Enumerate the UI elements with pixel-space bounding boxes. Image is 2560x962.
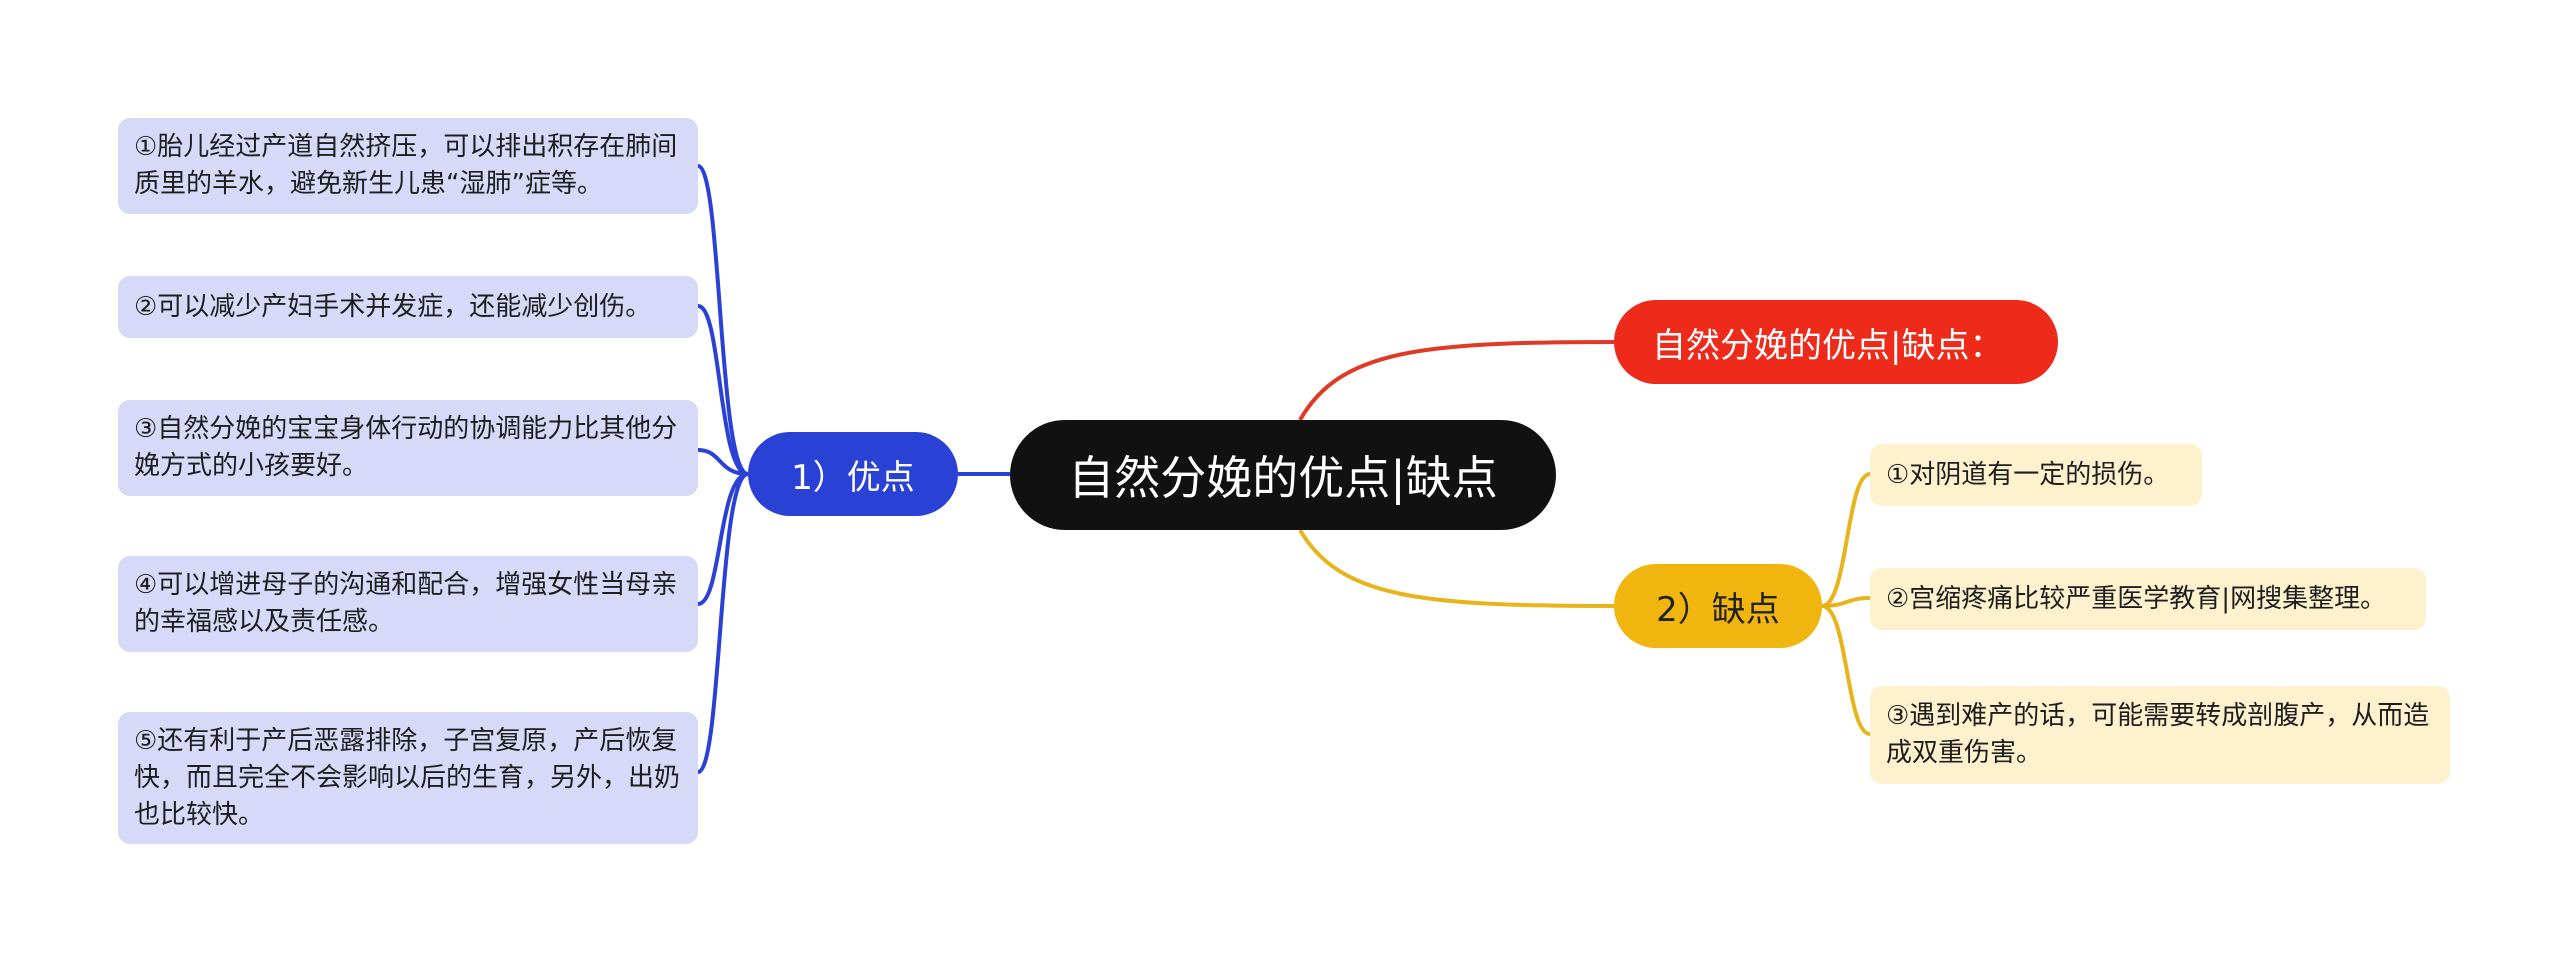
link-dis-3	[1821, 604, 1871, 736]
link-adv-4	[697, 472, 749, 606]
title-node[interactable]: 自然分娩的优点|缺点：	[1614, 300, 2058, 384]
advantage-item-1[interactable]: ①胎儿经过产道自然挤压，可以排出积存在肺间质里的羊水，避免新生儿患“湿肺”症等。	[118, 118, 698, 214]
root-label: 自然分娩的优点|缺点	[1068, 451, 1498, 505]
advantage-item-4[interactable]: ④可以增进母子的沟通和配合，增强女性当母亲的幸福感以及责任感。	[118, 556, 698, 652]
disadvantage-item-3-text: ③遇到难产的话，可能需要转成剖腹产，从而造成双重伤害。	[1886, 701, 2430, 768]
advantages-label: 1）优点	[791, 457, 915, 498]
disadvantage-item-1-text: ①对阴道有一定的损伤。	[1886, 459, 2170, 490]
link-root-title	[1298, 340, 1615, 421]
advantage-item-5[interactable]: ⑤还有利于产后恶露排除，子宫复原，产后恢复快，而且完全不会影响以后的生育，另外，…	[118, 712, 698, 844]
root-node[interactable]: 自然分娩的优点|缺点	[1010, 420, 1556, 530]
disadvantages-node[interactable]: 2）缺点	[1614, 564, 1822, 648]
advantage-item-3[interactable]: ③自然分娩的宝宝身体行动的协调能力比其他分娩方式的小孩要好。	[118, 400, 698, 496]
disadvantage-item-1[interactable]: ①对阴道有一定的损伤。	[1870, 444, 2202, 506]
title-node-label: 自然分娩的优点|缺点：	[1652, 325, 2004, 366]
advantages-node[interactable]: 1）优点	[748, 432, 958, 516]
link-adv-3	[697, 448, 749, 476]
link-dis-1	[1821, 472, 1871, 608]
advantage-item-2-text: ②可以减少产妇手术并发症，还能减少创伤。	[134, 291, 652, 322]
advantage-item-2[interactable]: ②可以减少产妇手术并发症，还能减少创伤。	[118, 276, 698, 338]
disadvantages-label: 2）缺点	[1656, 589, 1780, 630]
advantage-item-1-text: ①胎儿经过产道自然挤压，可以排出积存在肺间质里的羊水，避免新生儿患“湿肺”症等。	[134, 132, 678, 199]
advantage-item-4-text: ④可以增进母子的沟通和配合，增强女性当母亲的幸福感以及责任感。	[134, 570, 678, 637]
link-root-disadvantages	[1298, 528, 1615, 608]
disadvantage-item-2[interactable]: ②宫缩疼痛比较严重医学教育|网搜集整理。	[1870, 568, 2426, 630]
link-adv-1	[696, 164, 749, 476]
advantage-item-3-text: ③自然分娩的宝宝身体行动的协调能力比其他分娩方式的小孩要好。	[134, 414, 678, 481]
link-dis-2	[1821, 596, 1871, 608]
link-adv-5	[696, 472, 749, 774]
link-adv-2	[697, 304, 749, 476]
advantage-item-5-text: ⑤还有利于产后恶露排除，子宫复原，产后恢复快，而且完全不会影响以后的生育，另外，…	[134, 725, 681, 830]
disadvantage-item-2-text: ②宫缩疼痛比较严重医学教育|网搜集整理。	[1886, 583, 2387, 614]
disadvantage-item-3[interactable]: ③遇到难产的话，可能需要转成剖腹产，从而造成双重伤害。	[1870, 686, 2450, 784]
